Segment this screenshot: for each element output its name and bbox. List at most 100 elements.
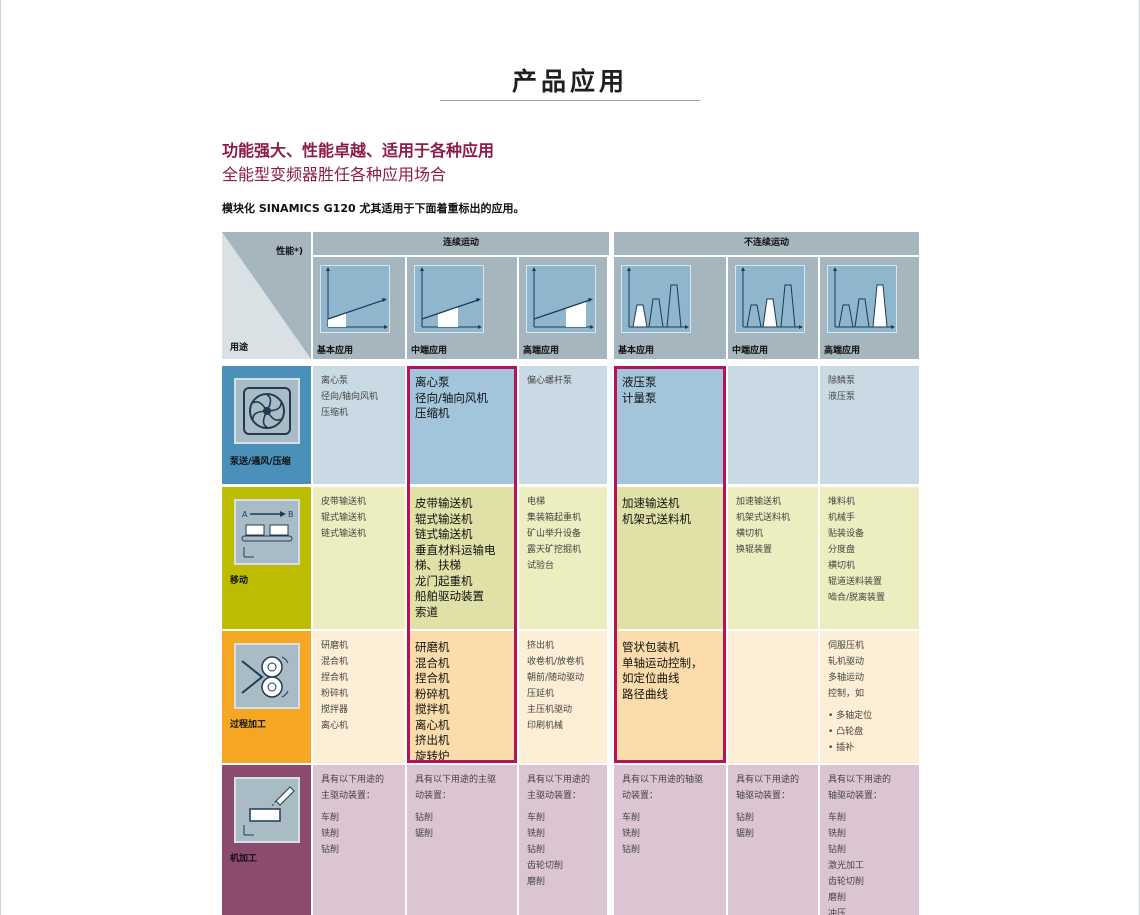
application-item: 换辊装置 [736, 545, 773, 555]
application-list: 挤出机收卷机/放卷机朝前/随动驱动压延机主压机驱动印刷机械 [519, 631, 607, 734]
application-list: 皮带输送机辊式输送机链式输送机 [313, 487, 405, 542]
application-list: 加速输送机机架式送料机横切机换辊装置 [728, 487, 818, 558]
headline-secondary: 全能型变频器胜任各种应用场合 [222, 165, 447, 184]
row-label: 过程加工 [230, 720, 267, 730]
application-item: 径向/轴向风机 [321, 392, 379, 402]
application-list: 堆料机机械手贴装设备分度盘横切机辊道送料装置啮合/脱离装置 [820, 487, 919, 606]
row-label: 泵送/通风/压缩 [230, 457, 291, 467]
application-item: 皮带输送机 [321, 497, 367, 507]
application-item: 铣削 [321, 829, 340, 839]
corner-diagonal [222, 232, 311, 359]
continuous-motion-chart-icon [320, 265, 390, 333]
row-header: 泵送/通风/压缩 [222, 366, 311, 484]
application-item: 船舶驱动装置 [415, 589, 484, 603]
application-cell: 堆料机机械手贴装设备分度盘横切机辊道送料装置啮合/脱离装置 [820, 487, 919, 629]
application-item: 钻削 [622, 845, 641, 855]
svg-text:B: B [288, 510, 294, 519]
application-item: 钻削 [828, 845, 847, 855]
application-item: 钻削 [527, 845, 546, 855]
application-item: 链式输送机 [321, 529, 367, 539]
application-item: 捏合机 [321, 673, 349, 683]
application-list [728, 366, 818, 373]
application-item: 铣削 [527, 829, 546, 839]
column-header: 中端应用 [728, 257, 818, 359]
discontinuous-motion-chart-icon [827, 265, 897, 333]
application-matrix: 性能*) 用途 连续运动 不连续运动 基本应用中端应用高端应用基本应用中端应用高… [222, 232, 919, 915]
application-item: 索道 [415, 604, 438, 619]
row-icon-frame [234, 643, 300, 709]
application-item: 分度盘 [828, 545, 856, 555]
column-label: 中端应用 [732, 346, 769, 356]
application-cell: 研磨机混合机捏合机粉碎机搅拌机离心机挤出机旋转炉 [407, 631, 517, 763]
application-item: 除鳞泵 [828, 376, 856, 386]
headline-primary: 功能强大、性能卓越、适用于各种应用 [222, 141, 495, 160]
application-item: 离心机 [415, 717, 450, 732]
application-item: 液压泵 [622, 375, 657, 389]
application-item: 加速输送机 [622, 496, 680, 510]
application-list: 研磨机混合机捏合机粉碎机搅拌机离心机挤出机旋转炉 [407, 631, 517, 763]
application-list: 管状包装机单轴运动控制，如定位曲线路径曲线 [614, 631, 726, 702]
column-header: 基本应用 [614, 257, 726, 359]
corner-cell: 性能*) 用途 [222, 232, 311, 359]
application-item: 伺服压机 [828, 641, 865, 651]
row-header: 过程加工 [222, 631, 311, 763]
application-item: 冲压 [828, 909, 847, 915]
application-item: 单轴运动控制， [622, 655, 703, 670]
row-icon-frame [234, 777, 300, 843]
application-item: 皮带输送机 [415, 496, 473, 510]
application-item: 垂直材料运输电 [415, 542, 496, 557]
application-cell [728, 366, 818, 484]
continuous-motion-chart-icon [526, 265, 596, 333]
application-cell: 研磨机混合机捏合机粉碎机搅拌器离心机 [313, 631, 405, 763]
application-item: 压延机 [527, 689, 555, 699]
application-item: 控制，如 [828, 689, 865, 699]
column-header: 基本应用 [313, 257, 405, 359]
application-item: 辊式输送机 [321, 513, 367, 523]
application-item: 机械手 [828, 513, 856, 523]
application-item: 激光加工 [828, 861, 865, 871]
application-item: 钻削 [321, 845, 340, 855]
application-item: 收卷机/放卷机 [527, 657, 585, 667]
application-item: 车削 [321, 813, 340, 823]
application-item: 磨削 [527, 877, 546, 887]
application-item: 具有以下用途的 [527, 775, 591, 785]
machining-icon [243, 786, 295, 836]
application-cell: 伺服压机轧机驱动多轴运动控制，如• 多轴定位• 凸轮盘• 插补 [820, 631, 919, 763]
application-item: 主驱动装置： [527, 791, 582, 801]
application-item: 如定位曲线 [622, 671, 680, 685]
application-item: 矿山举升设备 [527, 529, 582, 539]
application-item: 集装箱起重机 [527, 513, 582, 523]
column-header: 高端应用 [519, 257, 607, 359]
application-item: 齿轮切削 [828, 877, 865, 887]
application-item: 搅拌器 [321, 705, 349, 715]
application-item: • 多轴定位 [828, 711, 873, 721]
application-item: 具有以下用途的轴驱 [622, 775, 704, 785]
column-header: 高端应用 [820, 257, 919, 359]
application-item: 离心机 [321, 721, 349, 731]
application-item: 电梯 [527, 497, 546, 507]
application-item: 多轴运动 [828, 673, 865, 683]
application-list: 离心泵径向/轴向风机压缩机 [407, 366, 517, 422]
application-list: 加速输送机机架式送料机 [614, 487, 726, 527]
application-item: 辊式输送机 [415, 511, 473, 526]
application-cell: 挤出机收卷机/放卷机朝前/随动驱动压延机主压机驱动印刷机械 [519, 631, 607, 763]
application-item: 磨削 [828, 893, 847, 903]
application-item: 具有以下用途的 [321, 775, 385, 785]
application-item: 旋转炉 [415, 748, 450, 763]
application-item: 径向/轴向风机 [415, 390, 488, 405]
application-item: 挤出机 [527, 641, 555, 651]
page-edge-left [0, 0, 1, 915]
application-item: 混合机 [321, 657, 349, 667]
application-item: 具有以下用途的主驱 [415, 775, 497, 785]
application-item: 主驱动装置： [321, 791, 376, 801]
group-continuous-motion: 连续运动 [313, 232, 609, 255]
discontinuous-motion-chart-icon [735, 265, 805, 333]
application-list: 具有以下用途的轴驱动装置：车削铣削钻削激光加工齿轮切削磨削冲压 [820, 765, 919, 915]
group-discontinuous-motion: 不连续运动 [614, 232, 919, 255]
application-item: 加速输送机 [736, 497, 782, 507]
application-list: 具有以下用途的主驱动装置： 车削铣削钻削 [313, 765, 405, 858]
application-list: 具有以下用途的轴驱动装置：车削铣削钻削 [614, 765, 726, 858]
corner-usage-label: 用途 [230, 343, 249, 353]
application-item: 管状包装机 [622, 640, 680, 654]
application-item: 朝前/随动驱动 [527, 673, 585, 683]
